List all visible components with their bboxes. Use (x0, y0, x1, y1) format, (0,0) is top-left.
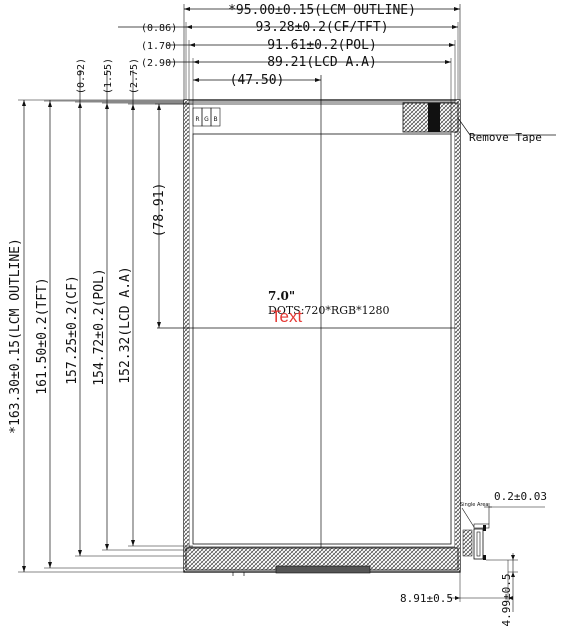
remove-tape-tab (428, 103, 440, 132)
side-view: Single Area 0.2±0.03 8.91±0.5 4.99±0.5 (400, 490, 547, 626)
dim-cf-tft-width: 93.28±0.2(CF/TFT) (255, 20, 388, 35)
fpc-offset-label: 8.91±0.5 (400, 592, 453, 605)
rgb-g-label: G (204, 116, 209, 123)
cf-tft-rect (185, 101, 459, 571)
dim-offset-2-90: (2.90) (141, 58, 177, 69)
thickness-label: 0.2±0.03 (494, 490, 547, 503)
dim-offset-1-55: (1.55) (103, 58, 114, 94)
panel-size-label: 7.0" (268, 289, 295, 303)
horizontal-dimensions: *95.00±0.15(LCM OUTLINE) 93.28±0.2(CF/TF… (118, 3, 461, 134)
remove-tape-label: Remove Tape (469, 131, 542, 144)
dim-lcm-outline-width: *95.00±0.15(LCM OUTLINE) (228, 3, 416, 18)
dim-lcm-outline-height: *163.30±0.15(LCM OUTLINE) (8, 238, 23, 434)
dim-cf-height: 157.25±0.2(CF) (65, 275, 80, 385)
resolution-label: DOTS:720*RGB*1280 (268, 304, 390, 317)
right-border-hatch (455, 100, 460, 570)
dim-tft-height: 161.50±0.2(TFT) (35, 277, 50, 394)
dim-offset-1-70: (1.70) (141, 41, 177, 52)
dim-center-x: (47.50) (230, 73, 285, 88)
dim-pol-width: 91.61±0.2(POL) (267, 38, 377, 53)
dim-center-y: (78.91) (152, 183, 167, 238)
annotations: Remove Tape 7.0" DOTS:720*RGB*1280 Text (268, 117, 556, 326)
rgb-marker: R G B (192, 107, 221, 127)
fpc-height-label: 4.99±0.5 (500, 574, 513, 627)
side-view-body (473, 528, 484, 560)
dim-lcd-aa-height: 152.32(LCD A.A) (118, 266, 133, 383)
dim-offset-0-86: (0.86) (141, 23, 177, 34)
side-view-hatch (462, 529, 473, 557)
module-body (157, 75, 461, 576)
left-border-hatch (184, 100, 189, 570)
vertical-dimensions: *163.30±0.15(LCM OUTLINE) 161.50±0.2(TFT… (8, 58, 193, 573)
lcm-outline-rect (183, 99, 461, 573)
rgb-r-label: R (195, 116, 199, 123)
fpc-tail (275, 565, 371, 574)
dim-lcd-aa-width: 89.21(LCD A.A) (267, 55, 377, 70)
active-area-rect (192, 133, 452, 545)
pol-rect (188, 103, 456, 548)
dim-offset-0-92: (0.92) (76, 58, 87, 94)
rgb-b-label: B (213, 116, 217, 123)
dim-pol-height: 154.72±0.2(POL) (92, 268, 107, 385)
overlay-text-label: Text (271, 307, 302, 326)
dim-offset-2-75: (2.75) (129, 58, 140, 94)
single-area-label: Single Area (460, 502, 488, 508)
